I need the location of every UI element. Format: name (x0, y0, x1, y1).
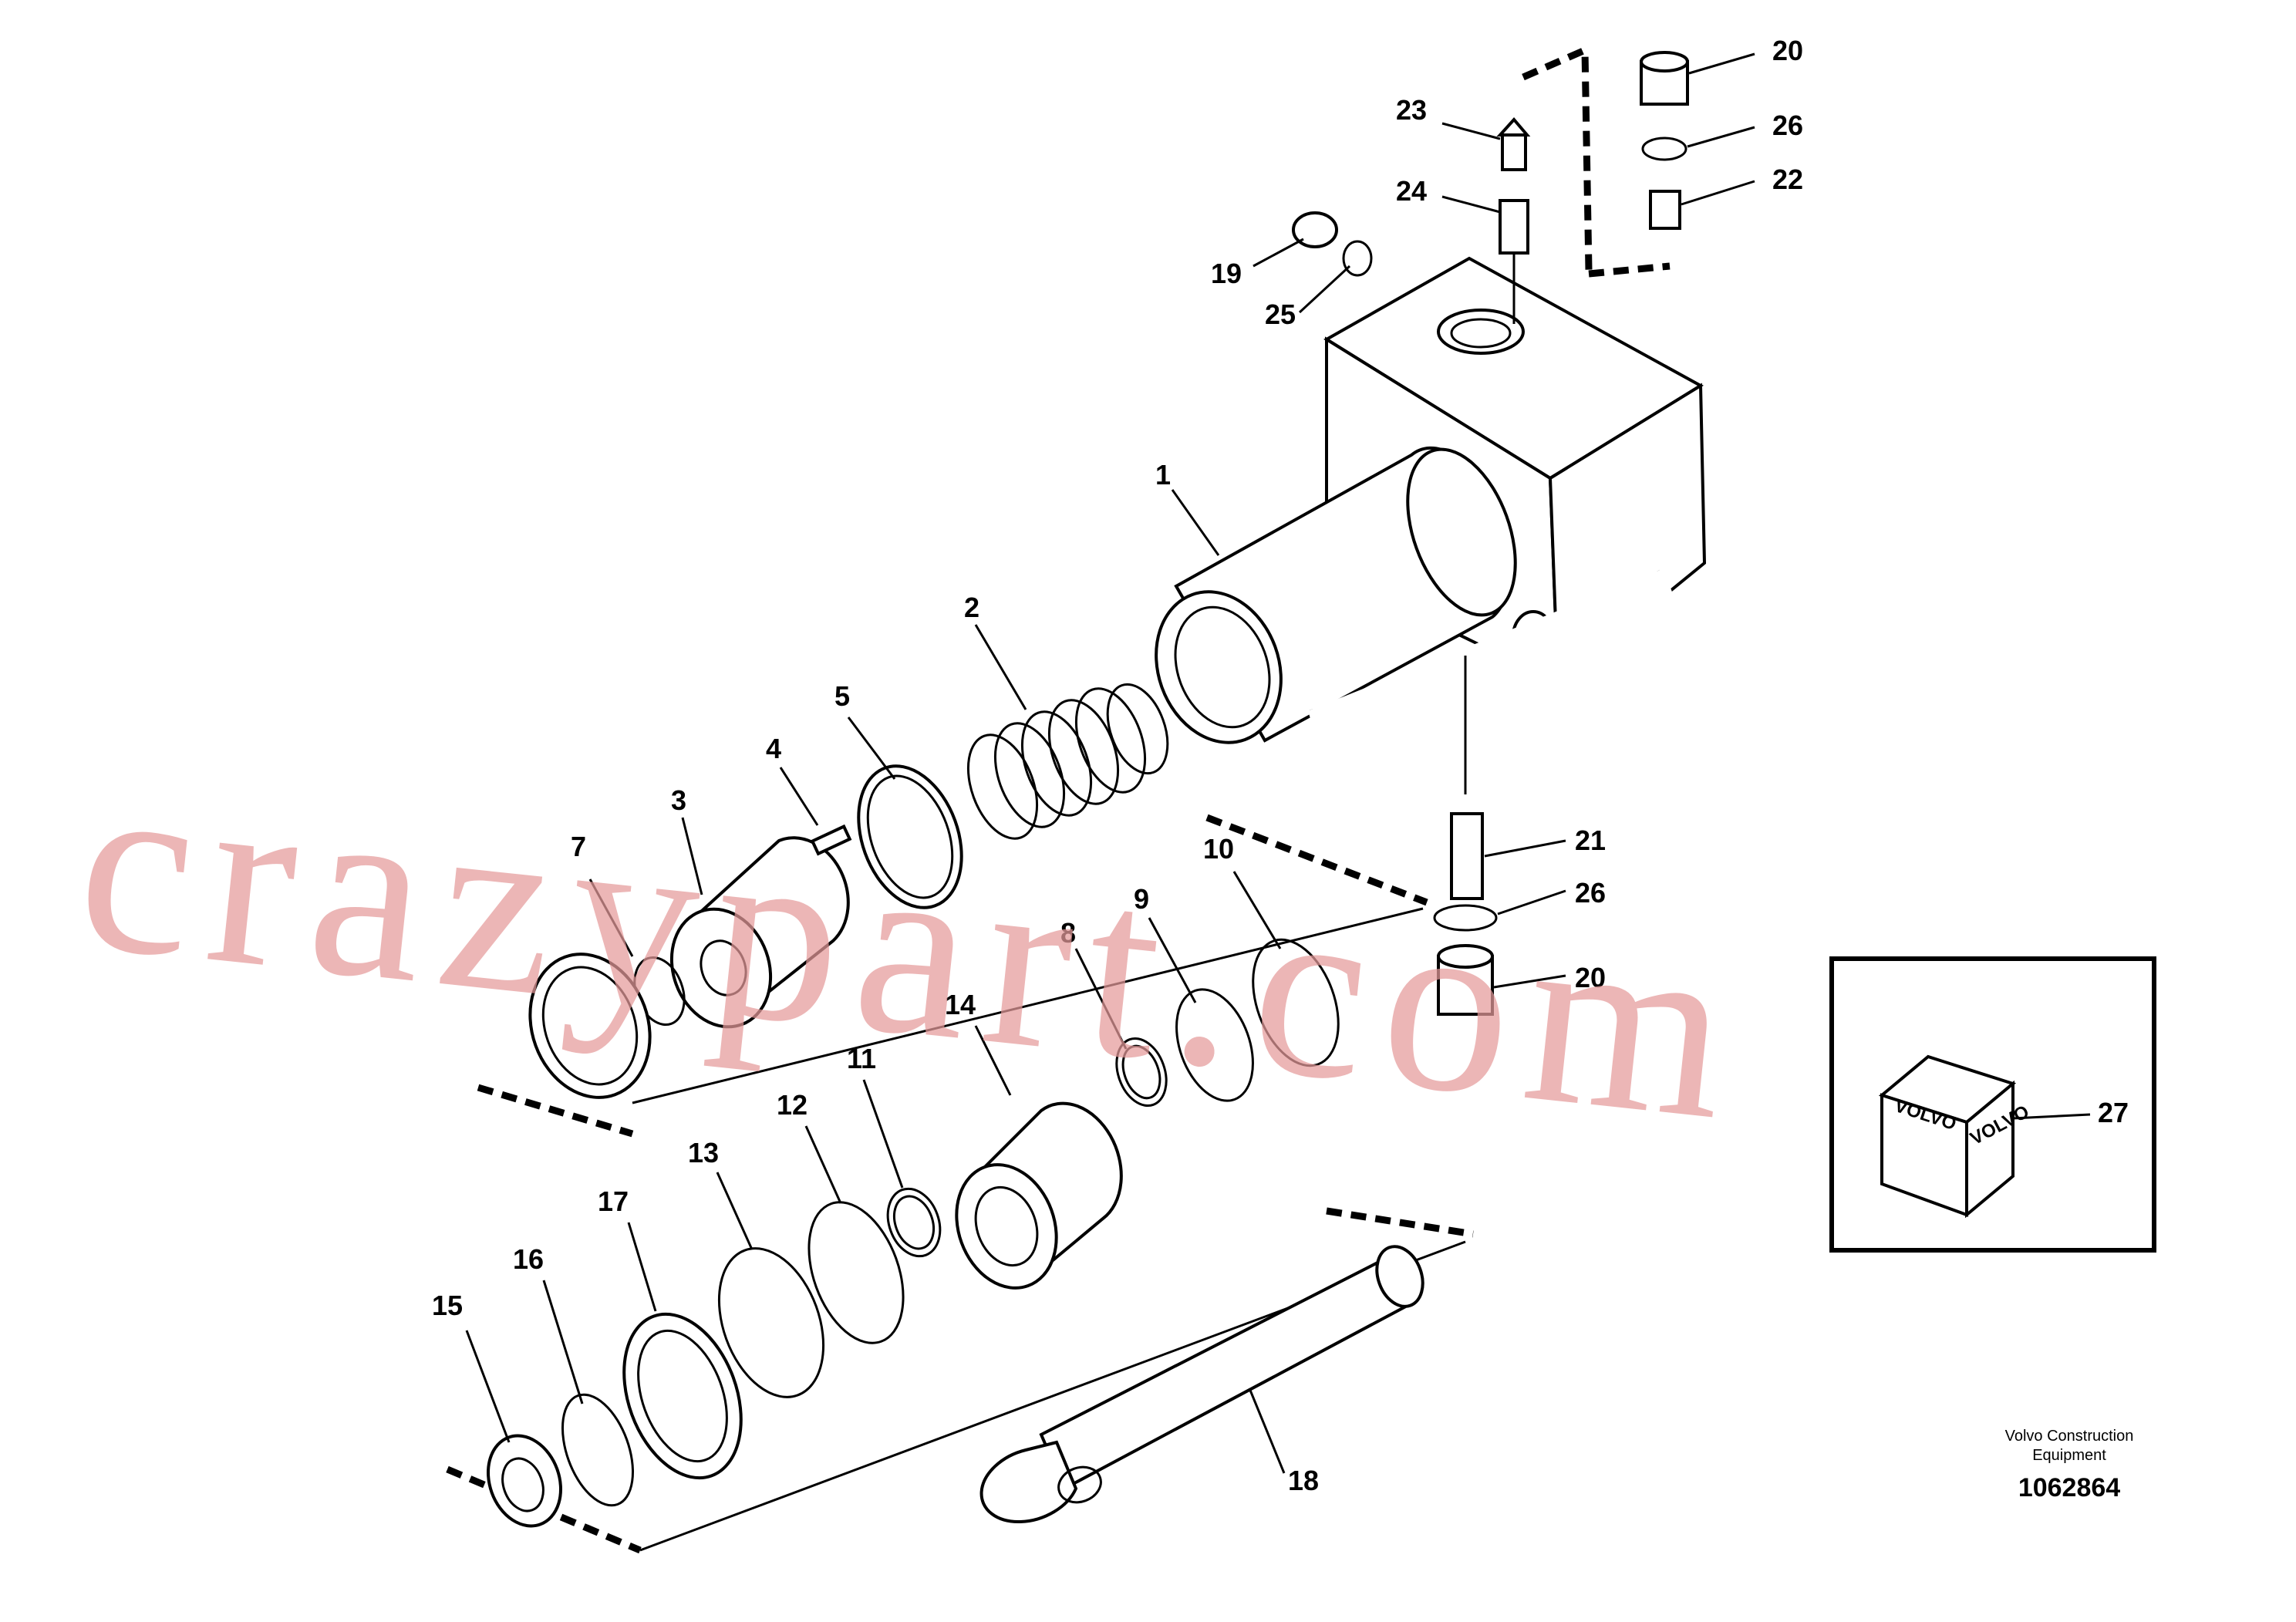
part-10-seal (1252, 938, 1340, 1067)
callout-8: 8 (1060, 917, 1076, 949)
callout-12: 12 (777, 1089, 807, 1121)
callout-27: 27 (2098, 1097, 2129, 1128)
callout-14: 14 (945, 989, 976, 1020)
part-26-o-ring-bottom (1433, 904, 1498, 932)
callout-23: 23 (1396, 94, 1427, 126)
callout-11: 11 (847, 1043, 876, 1074)
part-9-seal (1175, 988, 1254, 1102)
part-15-bushing (486, 1434, 563, 1528)
kit-inset-box: VOLVO VOLVO (1829, 956, 2156, 1253)
part-22-nozzle (1649, 190, 1681, 230)
part-18-piston-rod (979, 1245, 1424, 1524)
callout-labels: 1 2 3 4 5 7 8 9 10 11 12 13 14 15 16 17 … (432, 35, 2129, 1496)
callout-4: 4 (766, 733, 781, 764)
part-11-ring (886, 1187, 942, 1258)
callout-25: 25 (1265, 298, 1296, 330)
part-25-o-ring (1342, 240, 1373, 277)
part-1-cylinder-housing (1155, 256, 1707, 794)
part-19-plug (1292, 211, 1338, 248)
callout-10: 10 (1203, 833, 1234, 865)
group-bracket-top-right (1522, 45, 1671, 278)
part-13-seal (717, 1247, 825, 1398)
part-24-spring (1499, 199, 1529, 324)
callout-26-top: 26 (1772, 110, 1803, 141)
callout-18: 18 (1288, 1465, 1319, 1496)
part-2-spring (966, 683, 1169, 840)
manufacturer-line-2: Equipment (2032, 1447, 2106, 1464)
callout-15: 15 (432, 1290, 463, 1321)
callout-24: 24 (1396, 175, 1427, 207)
callout-3: 3 (671, 784, 686, 816)
part-3-piston (669, 836, 850, 1029)
part-20-plug-bottom (1437, 944, 1494, 1016)
manufacturer-line-1: Volvo Construction (2005, 1428, 2134, 1445)
callout-9: 9 (1134, 883, 1149, 915)
callout-22: 22 (1772, 164, 1803, 195)
part-4-pin (810, 824, 852, 856)
callout-2: 2 (964, 592, 979, 623)
part-16-circlip (561, 1393, 635, 1507)
drawing-number: 1062864 (2018, 1473, 2120, 1502)
part-17-wiper (622, 1312, 743, 1480)
callout-21: 21 (1575, 824, 1606, 856)
callout-26-bottom: 26 (1575, 877, 1606, 909)
part-12-snap-ring (807, 1201, 905, 1344)
callout-20-bottom: 20 (1575, 962, 1606, 993)
callout-20-top: 20 (1772, 35, 1803, 66)
callout-16: 16 (513, 1243, 544, 1275)
callout-19: 19 (1211, 258, 1242, 289)
callout-17: 17 (598, 1185, 629, 1217)
part-23-valve-cone (1496, 116, 1531, 171)
part-6-guide-ring (528, 953, 652, 1099)
callout-1: 1 (1155, 459, 1171, 491)
part-26-o-ring-top (1641, 137, 1687, 161)
part-8-ring (1115, 1037, 1168, 1108)
callout-7: 7 (571, 831, 586, 862)
part-20-plug-top (1640, 51, 1689, 106)
leader-lines (465, 52, 1755, 1474)
part-14-gland (955, 1101, 1123, 1290)
callout-5: 5 (834, 680, 850, 712)
group-bracket-lower (446, 1207, 1474, 1554)
drawing-footer: Volvo Construction Equipment 1062864 (2005, 1428, 2134, 1502)
callout-13: 13 (688, 1137, 719, 1168)
part-21-valve (1450, 812, 1484, 900)
